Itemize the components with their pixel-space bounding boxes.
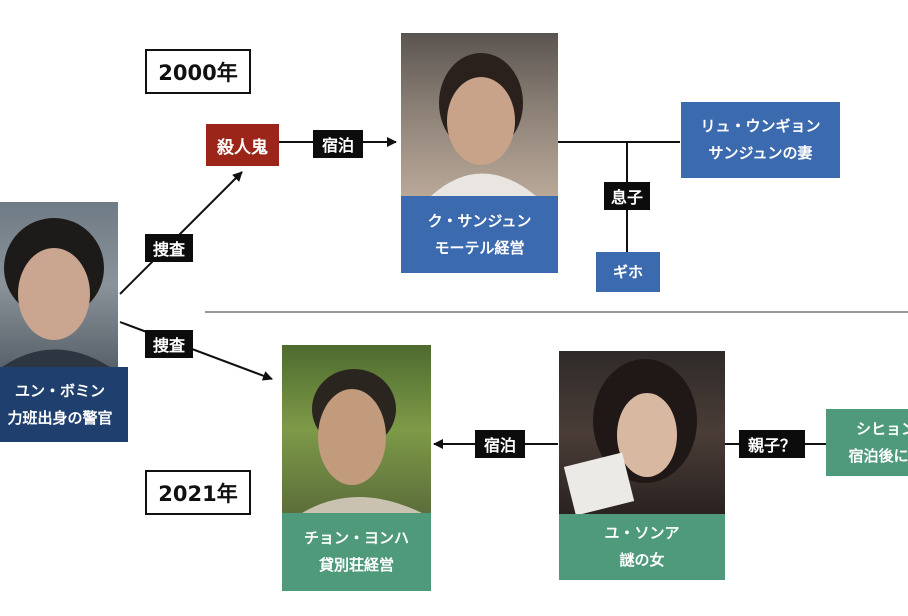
person-name: ク・サンジュン (427, 211, 532, 230)
person-name: ユ・ソンア (604, 524, 680, 542)
arrow-bomin-to-killer (119, 171, 243, 295)
portrait-photo (282, 345, 431, 513)
person-card-sangjun: ク・サンジュン モーテル経営 (401, 33, 558, 273)
caption: ク・サンジュン モーテル経営 (401, 196, 558, 273)
year-2021-label: 2021年 (145, 470, 251, 515)
caption: ユン・ボミン 力班出身の警官 (0, 367, 128, 442)
tag-parent-child: 親子？ (739, 430, 805, 458)
person-name: ギホ (612, 262, 643, 281)
person-card-sihyeon: シヒョン 宿泊後に失 (826, 409, 908, 476)
person-role: 宿泊後に失 (848, 446, 908, 465)
person-role: 貸別荘経営 (318, 556, 394, 574)
person-name: ユン・ボミン (14, 381, 105, 400)
tag-investigation-bottom: 捜査 (145, 330, 193, 358)
caption: ユ・ソンア 謎の女 (559, 514, 725, 580)
person-name: シヒョン (855, 419, 908, 438)
tag-son: 息子 (604, 182, 650, 210)
killer-node: 殺人鬼 (206, 124, 279, 166)
portrait-photo (401, 33, 558, 196)
portrait-silhouette (2, 218, 110, 367)
person-card-eungyeong: リュ・ウンギョン サンジュンの妻 (681, 102, 840, 178)
person-name: チョン・ヨンハ (303, 529, 409, 547)
caption: シヒョン 宿泊後に失 (826, 409, 908, 476)
person-role: サンジュンの妻 (708, 144, 813, 162)
person-role: モーテル経営 (434, 238, 525, 257)
tag-lodging-top: 宿泊 (313, 130, 363, 158)
portrait-silhouette (302, 369, 422, 513)
person-card-yeongha: チョン・ヨンハ 貸別荘経営 (282, 345, 431, 591)
portrait-photo (0, 202, 118, 367)
person-card-bomin: ユン・ボミン 力班出身の警官 (0, 202, 128, 442)
tag-lodging-bottom: 宿泊 (475, 430, 525, 458)
person-card-giho: ギホ (596, 252, 660, 292)
portrait-photo (559, 351, 725, 514)
tag-investigation-top: 捜査 (145, 234, 193, 262)
portrait-silhouette (431, 53, 536, 196)
caption: チョン・ヨンハ 貸別荘経営 (282, 513, 431, 591)
arrow-bomin-to-yeongha (119, 321, 273, 381)
person-card-seona: ユ・ソンア 謎の女 (559, 351, 725, 580)
person-role: 謎の女 (619, 551, 665, 569)
person-name: リュ・ウンギョン (700, 117, 821, 135)
year-2000-label: 2000年 (145, 49, 251, 94)
portrait-silhouette (563, 359, 697, 514)
person-role: 力班出身の警官 (7, 408, 113, 427)
